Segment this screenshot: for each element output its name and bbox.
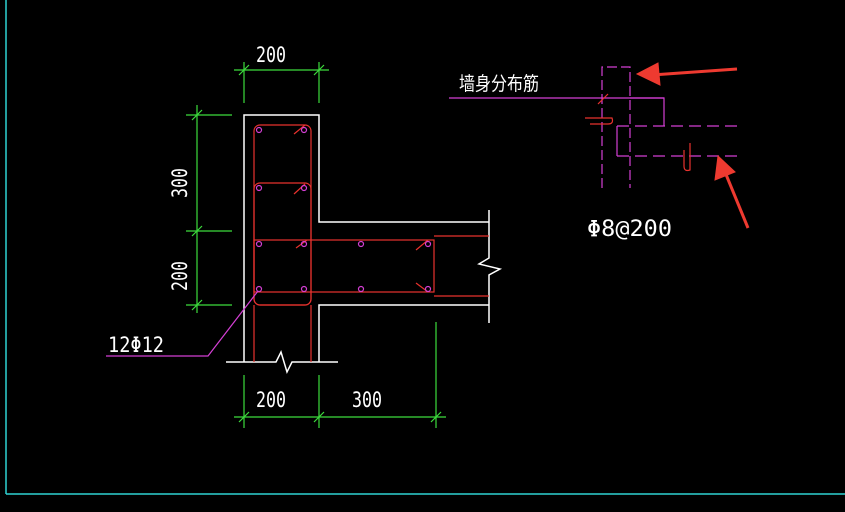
outline-right-bottom <box>318 304 489 362</box>
bar-dot <box>255 184 263 192</box>
stirrup-column-upper <box>253 124 312 306</box>
arrow-upper-shaft <box>651 67 738 77</box>
wall-rebar-label: 墙身分布筋 <box>459 73 539 95</box>
bar-dot <box>255 126 263 134</box>
corner-rebar-leader <box>106 290 259 357</box>
hook-right <box>683 143 691 172</box>
dim-tick <box>238 64 250 76</box>
leader-line <box>106 290 259 357</box>
bar-dot <box>357 240 365 248</box>
dim-left-upper-text: 300 <box>168 168 192 198</box>
rebar-cage <box>253 124 489 362</box>
dim-tick <box>313 64 325 76</box>
bar-dot <box>255 240 263 248</box>
corner-rebar-label: 12Φ12 <box>108 333 164 357</box>
dim-bottom-left-text: 200 <box>256 388 286 412</box>
dimension-lines <box>186 62 446 428</box>
hook-1 <box>293 124 306 135</box>
dim-left-lower-text: 200 <box>168 261 192 291</box>
dim-tick <box>430 411 442 423</box>
bar-dot <box>300 184 308 192</box>
bar-dot <box>357 285 365 293</box>
outline-left-top <box>243 114 489 362</box>
longitudinal-bars <box>255 126 432 293</box>
wall-rebar-hooks <box>585 93 691 172</box>
wall-rebar-detail <box>449 66 737 188</box>
bar-dot <box>300 285 308 293</box>
right-break-line <box>477 210 503 323</box>
dim-bottom-right-text: 300 <box>352 388 382 412</box>
arrow-lower-head <box>714 154 736 181</box>
hook-tick <box>597 93 609 105</box>
dim-tick <box>238 411 250 423</box>
bar-dot <box>424 285 432 293</box>
bar-dot <box>300 126 308 134</box>
arrow-upper-head <box>635 62 661 86</box>
dim-tick <box>313 411 325 423</box>
dim-tick <box>191 299 203 311</box>
arrow-lower-shaft <box>723 171 750 229</box>
bar-dot <box>255 285 263 293</box>
dimension-texts: 200 300 200 200 300 <box>168 43 382 412</box>
wall-outline <box>226 114 503 375</box>
stirrup-spec-label: Φ8@200 <box>587 217 672 242</box>
dim-tick <box>191 109 203 121</box>
bottom-break-line <box>226 349 338 375</box>
hook-left <box>585 117 614 125</box>
stirrup-flange <box>253 239 435 293</box>
drawing-frame <box>5 0 845 495</box>
wall-bar-hook <box>630 97 665 126</box>
bar-dot <box>300 240 308 248</box>
bar-dot <box>424 240 432 248</box>
dim-tick <box>191 225 203 237</box>
dim-top-width-text: 200 <box>256 43 286 67</box>
callout-arrows <box>635 62 750 229</box>
wall-bar-outline <box>601 66 631 188</box>
